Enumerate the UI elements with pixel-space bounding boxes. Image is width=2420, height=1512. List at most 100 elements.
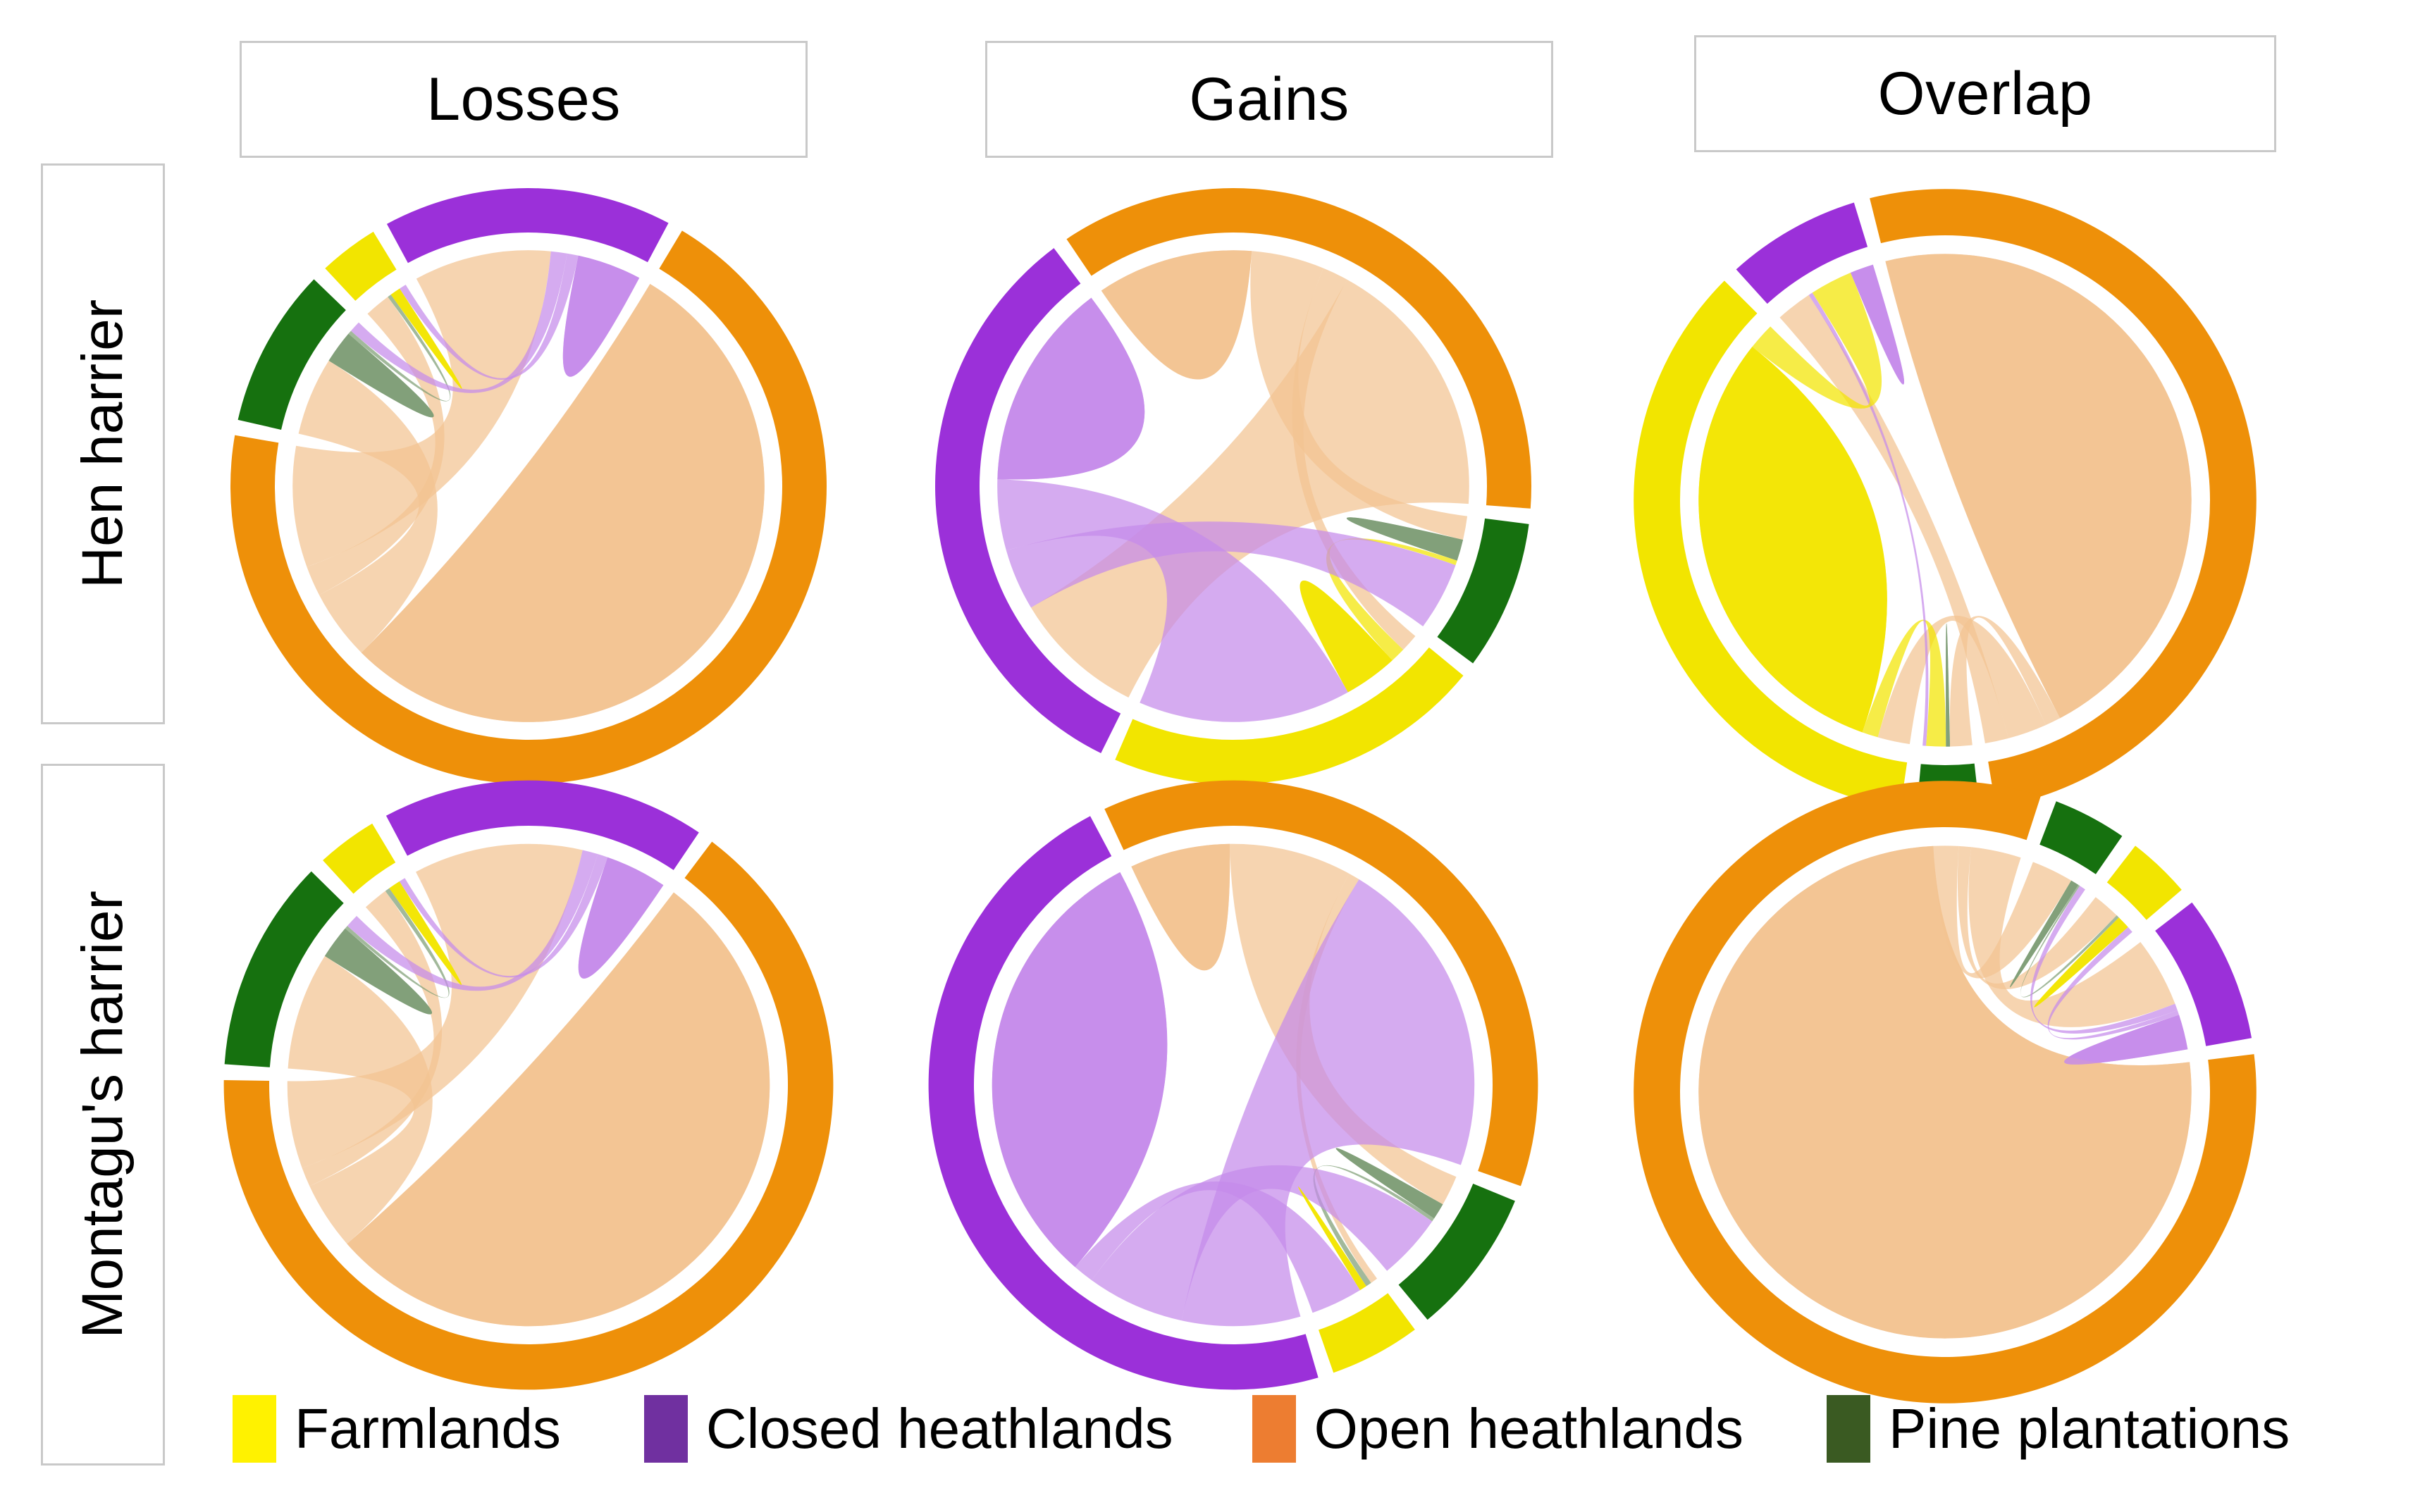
chord-ribbon-self xyxy=(1698,845,2192,1339)
chord-ribbon xyxy=(1230,843,1457,1205)
legend-item-closed-heathlands: Closed heathlands xyxy=(643,1394,1173,1463)
legend-item-pine-plantations: Pine plantations xyxy=(1826,1394,2290,1463)
column-header-overlap-label: Overlap xyxy=(1877,60,2093,128)
row-header-hen-harrier: Hen harrier xyxy=(41,163,165,724)
chord-ribbon xyxy=(1326,538,1457,661)
chord-ribbons xyxy=(1698,845,2192,1339)
chord-ribbon-self xyxy=(389,881,462,985)
chord-ribbon xyxy=(1877,615,2046,745)
legend-swatch-pine-plantations xyxy=(1826,1394,1870,1463)
chord-arc-farmlands xyxy=(1634,280,1908,809)
chord-ribbon xyxy=(1752,273,1882,409)
chord-arc-farmlands xyxy=(323,823,396,894)
chord-svg xyxy=(928,780,1538,1390)
chord-arcs xyxy=(223,780,834,1390)
chord-svg xyxy=(1634,189,2257,812)
row-header-hen-harrier-label: Hen harrier xyxy=(70,299,135,589)
chord-arc-closed-heathlands xyxy=(928,816,1319,1390)
column-header-losses: Losses xyxy=(240,41,808,158)
chord-ribbon xyxy=(1949,616,2061,747)
chord-ribbon-self xyxy=(1946,623,1950,747)
chord-ribbon xyxy=(1862,619,1946,747)
chord-arc-open-heathlands xyxy=(1066,188,1531,509)
chord-ribbon-self xyxy=(578,857,664,979)
chord-arc-open-heathlands xyxy=(1104,780,1538,1186)
chord-ribbon xyxy=(1957,845,2117,990)
legend-item-open-heathlands: Open heathlands xyxy=(1252,1394,1743,1463)
chord-ribbon xyxy=(1933,845,2072,979)
chord-inner-ring xyxy=(276,833,781,1337)
chord-inner-ring xyxy=(986,239,1481,733)
legend-swatch-closed-heathlands xyxy=(643,1394,688,1463)
chord-ribbon-self xyxy=(2034,917,2128,1008)
chord-ribbons xyxy=(287,843,770,1327)
chord-ribbon-self xyxy=(992,872,1168,1268)
chord-ribbon xyxy=(1006,521,1456,627)
chord-diagram-hen-losses xyxy=(211,169,846,803)
legend-swatch-farmlands xyxy=(233,1394,276,1463)
chord-diagram-hen-overlap xyxy=(1614,169,2276,831)
chord-inner-ring xyxy=(281,239,776,733)
chord-ribbon-self xyxy=(347,892,770,1327)
chord-ribbon xyxy=(1030,279,1469,698)
chord-svg xyxy=(223,780,834,1390)
chord-ribbon-self xyxy=(1851,264,1905,385)
legend-label-pine-plantations: Pine plantations xyxy=(1888,1396,2290,1460)
chord-ribbon-self xyxy=(562,255,640,377)
chord-arc-closed-heathlands xyxy=(1736,202,1868,304)
chord-arc-farmlands xyxy=(1319,1293,1415,1373)
chord-ribbons xyxy=(1698,254,2192,747)
chord-ribbon xyxy=(307,297,445,595)
chord-arc-farmlands xyxy=(325,231,397,301)
row-header-montagus-harrier: Montagu's harrier xyxy=(41,764,165,1465)
column-header-gains-label: Gains xyxy=(1189,66,1350,133)
chord-ribbon xyxy=(298,360,438,653)
column-header-gains: Gains xyxy=(985,41,1553,158)
chord-ribbon-self xyxy=(1885,254,2192,719)
chord-arc-pine-plantations xyxy=(224,871,344,1067)
chord-ribbon-self xyxy=(390,288,462,389)
chord-ribbon-self xyxy=(2010,880,2079,988)
chord-svg xyxy=(230,188,827,785)
chord-ribbons xyxy=(997,250,1469,722)
chord-ribbon xyxy=(1092,1165,1433,1321)
chord-ribbon-self xyxy=(1101,250,1252,380)
chord-ribbon-self xyxy=(1131,843,1230,971)
legend-label-farmlands: Farmlands xyxy=(295,1396,561,1460)
chord-svg xyxy=(935,188,1531,784)
column-header-losses-label: Losses xyxy=(426,66,621,133)
chord-ribbon-self xyxy=(1299,580,1393,693)
chord-arc-closed-heathlands xyxy=(386,188,669,264)
chord-ribbon-self xyxy=(2064,1015,2188,1065)
chord-diagram-mont-gains xyxy=(909,761,1557,1409)
chord-ribbons xyxy=(292,250,765,722)
chord-inner-ring xyxy=(1687,834,2203,1350)
chord-ribbons xyxy=(992,843,1475,1327)
chord-ribbon xyxy=(997,479,1348,722)
chord-arc-closed-heathlands xyxy=(935,248,1121,754)
chord-arc-farmlands xyxy=(2106,845,2182,920)
chord-arc-pine-plantations xyxy=(2039,801,2123,874)
column-header-overlap: Overlap xyxy=(1694,35,2276,152)
chord-ribbon-self xyxy=(997,297,1145,480)
chord-diagram-mont-overlap xyxy=(1614,761,2276,1423)
chord-svg xyxy=(1634,781,2257,1403)
chord-ribbon xyxy=(399,854,608,978)
chord-ribbon xyxy=(288,955,433,1244)
chord-inner-ring xyxy=(1687,242,2203,758)
chord-diagram-mont-losses xyxy=(204,761,853,1409)
legend-item-farmlands: Farmlands xyxy=(233,1394,561,1463)
chord-ribbon-self xyxy=(1298,1186,1366,1291)
chord-ribbon-self xyxy=(1698,347,1887,733)
chord-ribbon-self xyxy=(328,333,434,418)
row-header-montagus-harrier-label: Montagu's harrier xyxy=(70,891,135,1339)
chord-arc-pine-plantations xyxy=(237,279,346,430)
chord-arcs xyxy=(230,188,827,785)
chord-ribbon xyxy=(292,250,551,567)
chord-ribbon xyxy=(1075,1181,1360,1313)
chord-ribbon xyxy=(345,888,450,998)
chord-ribbon xyxy=(1968,847,2175,1027)
chord-arc-closed-heathlands xyxy=(2155,902,2252,1046)
chord-ribbon xyxy=(1181,879,1475,1327)
